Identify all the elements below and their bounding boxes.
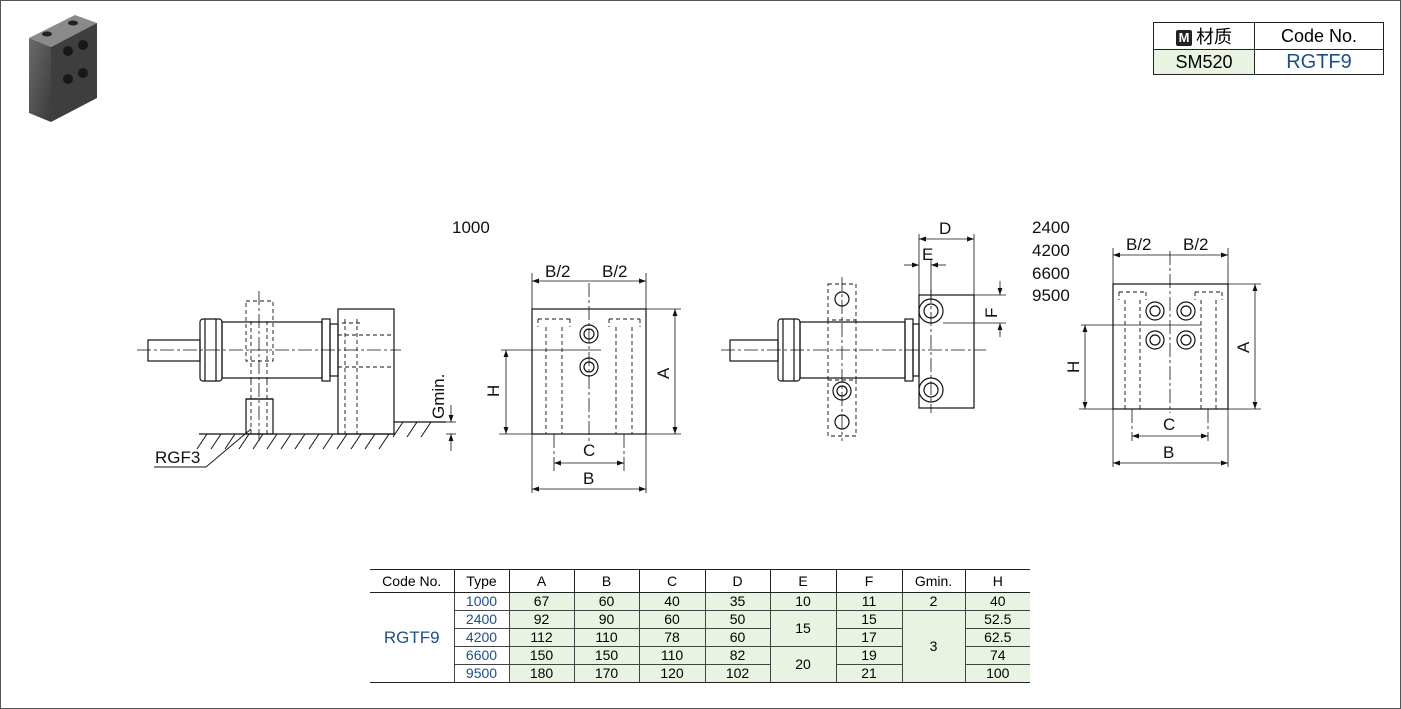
h-cell: 100	[964, 664, 1030, 683]
table-row: RGTF9 1000 67 60 40 35 10 11 2 40	[370, 592, 1030, 683]
b-cell: 90	[573, 610, 640, 629]
material-m-icon: M	[1176, 30, 1192, 46]
side-view-large	[721, 234, 1006, 441]
b-cell: 150	[573, 646, 640, 665]
spec-header-a: A	[508, 569, 575, 593]
gmin-cell: 3	[901, 610, 966, 683]
c-cell: 110	[638, 646, 706, 665]
front-large-b-label: B	[1163, 443, 1174, 462]
front-large-c-label: C	[1163, 415, 1175, 434]
code-value: RGTF9	[1254, 49, 1384, 75]
table-row: 2400 92 90 60 50 15 15 3 52.5	[370, 610, 1030, 683]
type-9500-label: 9500	[1032, 286, 1070, 305]
f-cell: 19	[835, 646, 903, 665]
spec-header-c: C	[638, 569, 706, 593]
front-large-h-label: H	[1064, 361, 1083, 373]
c-cell: 60	[638, 610, 706, 629]
a-cell: 67	[508, 592, 575, 611]
type-cell: 4200	[453, 628, 510, 647]
side-large-f-label: F	[982, 308, 1001, 318]
front-1000-h-label: H	[484, 385, 503, 397]
table-row: 9500 180 170 120 102 21 100	[370, 664, 1030, 683]
front-view-large	[1079, 248, 1261, 467]
spec-code-cell: RGTF9	[370, 592, 455, 683]
front-1000-b-label: B	[583, 469, 594, 488]
h-cell: 52.5	[964, 610, 1030, 629]
a-cell: 180	[508, 664, 575, 683]
material-header-text: 材质	[1196, 27, 1232, 47]
d-cell: 50	[704, 610, 771, 629]
spec-header-code: Code No.	[370, 569, 455, 593]
gmin-label: Gmin.	[429, 374, 448, 419]
type-cell: 9500	[453, 664, 510, 683]
type-cell: 1000	[453, 592, 510, 611]
side-view-1000	[137, 291, 456, 468]
spec-header-d: D	[704, 569, 771, 593]
a-cell: 150	[508, 646, 575, 665]
f-cell: 21	[835, 664, 903, 683]
f-cell: 17	[835, 628, 903, 647]
a-cell: 112	[508, 628, 575, 647]
spec-header-e: E	[769, 569, 837, 593]
d-cell: 60	[704, 628, 771, 647]
spec-header-h: H	[964, 569, 1030, 593]
front-large-b-half-right: B/2	[1183, 235, 1209, 254]
gmin-cell: 2	[901, 592, 966, 611]
material-value: SM520	[1153, 49, 1255, 75]
spec-table: Code No. Type A B C D E F Gmin. H RGTF9 …	[370, 569, 1030, 683]
type-1000-label: 1000	[452, 218, 490, 237]
front-large-b-half-left: B/2	[1126, 235, 1152, 254]
type-2400-label: 2400	[1032, 218, 1070, 237]
e-cell: 10	[769, 592, 837, 611]
front-1000-c-label: C	[583, 441, 595, 460]
table-row: 6600 150 150 110 82 20 19 74	[370, 646, 1030, 683]
h-cell: 74	[964, 646, 1030, 665]
b-cell: 110	[573, 628, 640, 647]
front-large-a-label: A	[1234, 341, 1253, 353]
d-cell: 102	[704, 664, 771, 683]
b-cell: 170	[573, 664, 640, 683]
side-large-d-label: D	[939, 219, 951, 238]
spec-header-b: B	[573, 569, 640, 593]
c-cell: 120	[638, 664, 706, 683]
e-cell: 15	[769, 610, 837, 647]
type-4200-label: 4200	[1032, 241, 1070, 260]
spec-header-type: Type	[453, 569, 510, 593]
front-1000-b-half-right: B/2	[602, 262, 628, 281]
h-cell: 40	[964, 592, 1030, 611]
e-cell: 20	[769, 646, 837, 683]
f-cell: 15	[835, 610, 903, 629]
front-view-1000	[499, 273, 681, 493]
f-cell: 11	[835, 592, 903, 611]
a-cell: 92	[508, 610, 575, 629]
spec-header-gmin: Gmin.	[901, 569, 966, 593]
code-header: Code No.	[1254, 22, 1384, 50]
front-1000-b-half-left: B/2	[545, 262, 571, 281]
b-cell: 60	[573, 592, 640, 611]
type-cell: 2400	[453, 610, 510, 629]
d-cell: 82	[704, 646, 771, 665]
type-6600-label: 6600	[1032, 264, 1070, 283]
type-cell: 6600	[453, 646, 510, 665]
c-cell: 78	[638, 628, 706, 647]
side-large-e-label: E	[922, 245, 933, 264]
rgf3-label: RGF3	[155, 448, 200, 467]
front-1000-a-label: A	[654, 367, 673, 379]
h-cell: 62.5	[964, 628, 1030, 647]
spec-header-f: F	[835, 569, 903, 593]
c-cell: 40	[638, 592, 706, 611]
product-photo	[29, 15, 97, 122]
d-cell: 35	[704, 592, 771, 611]
